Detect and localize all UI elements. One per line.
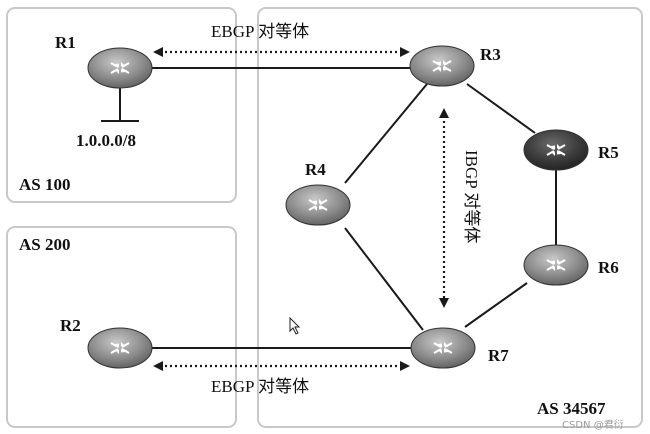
router-r1-label: R1 <box>55 33 76 52</box>
router-r4[interactable] <box>285 184 351 226</box>
as100-label: AS 100 <box>19 175 70 194</box>
router-r5[interactable] <box>523 129 589 171</box>
router-r3-label: R3 <box>480 45 501 64</box>
router-r2[interactable] <box>87 327 153 369</box>
router-r7[interactable] <box>410 327 476 369</box>
router-r5-label: R5 <box>598 143 619 162</box>
as100-box <box>6 7 237 203</box>
network-prefix-label: 1.0.0.0/8 <box>76 131 136 150</box>
ibgp-arrow-down <box>439 298 449 308</box>
ebgp-top-arrow-left <box>153 47 163 57</box>
ebgp-top-label: EBGP 对等体 <box>211 22 309 41</box>
ibgp-label: IBGP 对等体 <box>462 150 481 243</box>
router-r3[interactable] <box>409 45 475 87</box>
link-r6-r7 <box>464 282 528 328</box>
router-r7-label: R7 <box>488 346 509 365</box>
ebgp-bottom-label: EBGP 对等体 <box>211 377 309 396</box>
as200-box <box>6 226 237 428</box>
ebgp-bottom-arrow-left <box>153 361 163 371</box>
router-r4-label: R4 <box>305 160 326 179</box>
as34567-label: AS 34567 <box>537 399 606 418</box>
ibgp-arrow-up <box>439 108 449 118</box>
watermark: CSDN @君衍 <box>562 418 624 431</box>
router-r6-label: R6 <box>598 258 619 277</box>
ebgp-bottom-arrow-right <box>400 361 410 371</box>
link-r4-r7 <box>344 227 424 331</box>
as200-label: AS 200 <box>19 235 70 254</box>
router-r1[interactable] <box>87 47 153 89</box>
mouse-cursor-icon <box>289 316 301 335</box>
link-r3-r4 <box>344 83 428 184</box>
link-r3-r5 <box>466 83 536 134</box>
router-r2-label: R2 <box>60 316 81 335</box>
as34567-box <box>257 7 643 428</box>
router-r6[interactable] <box>523 244 589 286</box>
ebgp-top-arrow-right <box>400 47 410 57</box>
